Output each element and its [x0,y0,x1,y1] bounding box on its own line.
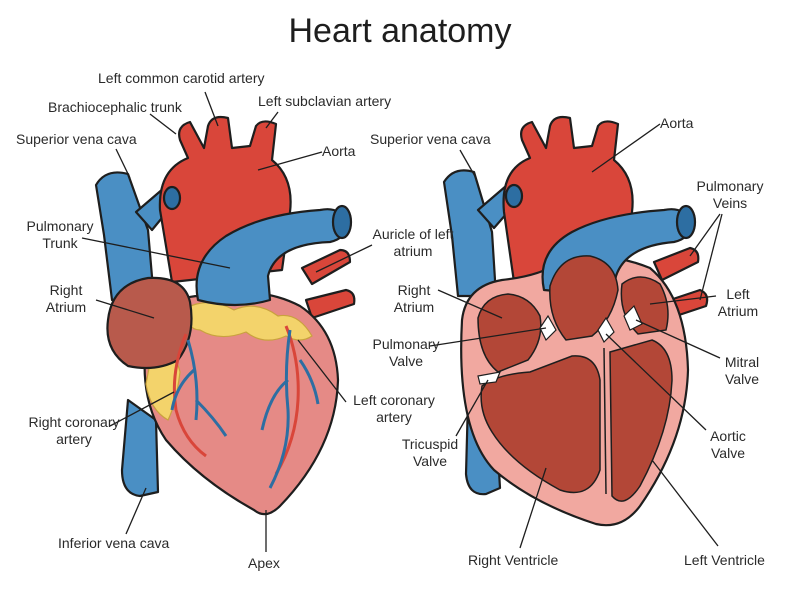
section-heart [442,115,709,527]
label-mitral-valve-line1: Mitral [724,354,760,370]
leader-left-coronary [297,339,347,403]
right-coronary-artery-shape [172,333,207,458]
label-pulmonary-veins-line2: Veins [712,195,748,211]
label-right-atrium-left-line2: Atrium [45,299,87,315]
label-auricle-left-atrium: Auricle of left atrium [358,226,468,260]
leader-ivc [125,487,147,535]
svc-opening [162,185,182,211]
leader-pulmonary-veins-1 [689,213,721,257]
label-right-coronary-artery: Right coronary artery [18,414,130,448]
leader-left-common-carotid [204,91,219,127]
coronary-vein-right [260,329,320,489]
label-tricuspid-valve-line1: Tricuspid [401,436,459,452]
pulmonary-valve-shape [539,314,557,342]
leader-auricle [315,244,373,273]
mitral-valve-shape [623,304,643,331]
section-pulmonary-opening [675,204,697,240]
label-auricle-line2: atrium [393,243,433,259]
inferior-vena-cava-shape [120,398,160,498]
left-ventricle-chamber [609,339,673,502]
leader-right-coronary [109,391,175,427]
pulmonary-chamber [549,255,619,341]
right-atrium-shape [106,276,193,370]
label-right-ventricle: Right Ventricle [468,552,559,568]
label-right-atrium-right: Right Atrium [384,282,444,316]
label-tricuspid-valve: Tricuspid Valve [392,436,468,470]
leader-mitral-valve [635,319,721,359]
label-mitral-valve: Mitral Valve [712,354,772,388]
label-left-atrium-line1: Left [726,286,750,302]
aortic-valve-shape [597,316,615,344]
label-aorta-right: Aorta [660,115,694,131]
label-right-atrium-left: Right Atrium [36,282,96,316]
label-right-coronary-line2: artery [56,431,92,447]
leader-pulmonary-valve [429,327,547,347]
leader-right-atrium-left [95,299,155,319]
right-ventricle-chamber [480,355,601,494]
leader-right-atrium-right [437,289,503,319]
label-left-atrium-line2: Atrium [717,303,759,319]
interventricular-septum [603,347,607,495]
label-superior-vena-cava-left: Superior vena cava [16,131,137,147]
label-aorta-left: Aorta [322,143,356,159]
label-brachiocephalic-trunk: Brachiocephalic trunk [48,99,182,115]
external-heart [94,115,356,516]
label-left-coronary-line2: artery [376,409,412,425]
leader-left-subclavian [265,111,279,129]
label-left-coronary-artery: Left coronary artery [344,392,444,426]
leader-tricuspid-valve [455,379,489,437]
label-pulmonary-valve-line1: Pulmonary [372,336,440,352]
section-svc-opening [504,183,524,209]
leader-svc-right [459,149,477,179]
label-left-coronary-line1: Left coronary [353,392,435,408]
label-aortic-valve-line1: Aortic [710,428,746,444]
leader-aorta-left [257,151,323,171]
label-left-common-carotid: Left common carotid artery [98,70,265,86]
label-right-atrium-right-line1: Right [397,282,431,298]
label-pulmonary-trunk-line2: Trunk [42,235,78,251]
label-auricle-line1: Auricle of left [372,226,454,242]
label-pulmonary-veins: Pulmonary Veins [690,178,770,212]
label-pulmonary-veins-line1: Pulmonary [696,178,764,194]
leader-aorta-right [591,123,661,173]
label-tricuspid-valve-line2: Valve [413,453,447,469]
label-aortic-valve-line2: Valve [711,445,745,461]
leader-left-atrium [649,295,717,305]
left-pulmonary-vein-lower [304,288,356,320]
leader-aortic-valve [605,333,707,431]
label-left-ventricle: Left Ventricle [684,552,765,568]
label-right-atrium-left-line1: Right [49,282,83,298]
leader-svc-left [115,148,131,179]
label-pulmonary-trunk-line1: Pulmonary [26,218,94,234]
label-mitral-valve-line2: Valve [725,371,759,387]
label-pulmonary-valve: Pulmonary Valve [366,336,446,370]
section-pulmonary-vein-upper [652,246,700,282]
label-pulmonary-trunk: Pulmonary Trunk [20,218,100,252]
label-left-subclavian: Left subclavian artery [258,93,392,109]
label-superior-vena-cava-right: Superior vena cava [370,131,491,147]
leader-brachiocephalic [149,113,177,135]
label-aortic-valve: Aortic Valve [698,428,758,462]
leader-pulmonary-veins-2 [699,213,723,301]
pulmonary-artery-opening [331,204,353,240]
leader-pulmonary-trunk [81,237,231,269]
label-left-atrium: Left Atrium [708,286,768,320]
diagram-title: Heart anatomy [288,12,512,50]
label-right-atrium-right-line2: Atrium [393,299,435,315]
leader-lines [81,91,723,552]
tricuspid-valve-shape [477,371,501,385]
leader-left-ventricle [651,459,719,547]
label-right-coronary-line1: Right coronary [28,414,120,430]
coronary-vein-left [170,339,228,437]
label-inferior-vena-cava: Inferior vena cava [58,535,170,551]
right-atrium-chamber [477,293,542,373]
left-coronary-artery-shape [274,325,300,475]
label-pulmonary-valve-line2: Valve [389,353,423,369]
label-apex: Apex [248,555,280,571]
leader-right-ventricle [519,467,547,549]
epicardial-fat-upper [185,301,313,341]
